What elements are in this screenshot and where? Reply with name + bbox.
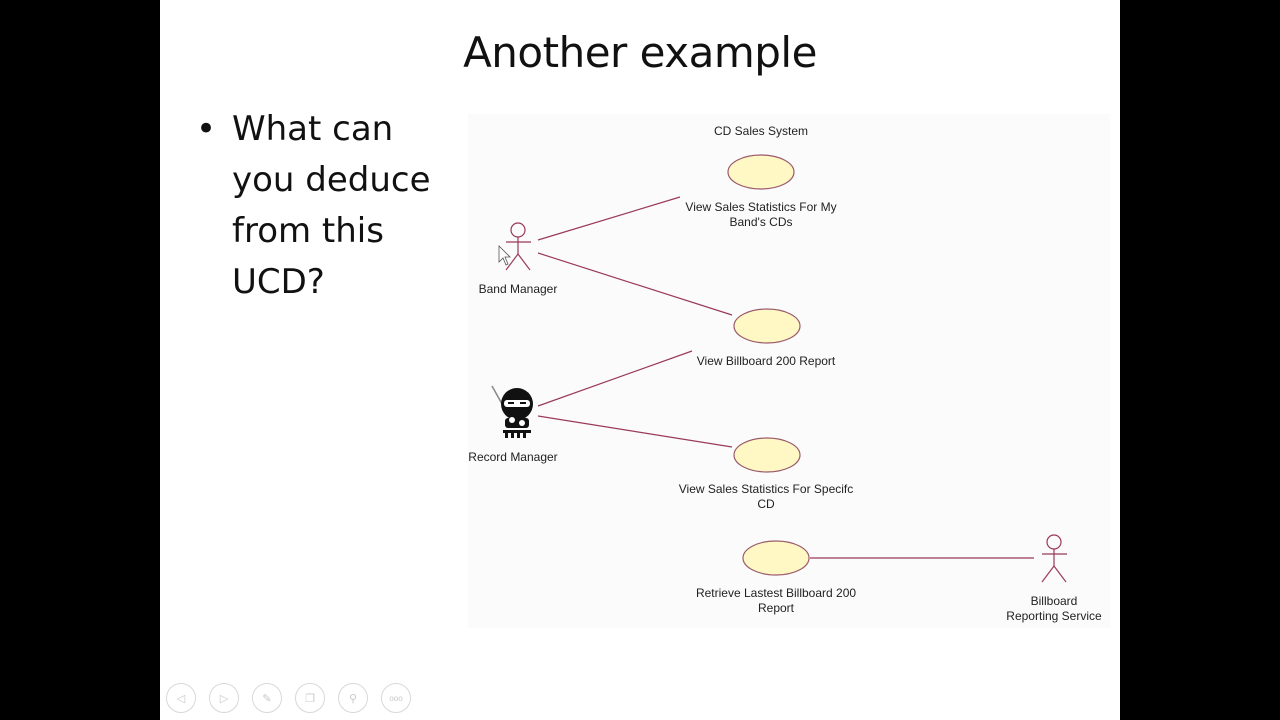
- ellipsis-icon: ooo: [389, 693, 403, 703]
- association-line: [537, 350, 693, 407]
- actor-label-band-manager: Band Manager: [478, 282, 558, 296]
- stick-figure-icon: [505, 222, 531, 271]
- system-boundary-label: CD Sales System: [713, 124, 809, 138]
- next-slide-button[interactable]: ▷: [209, 683, 239, 713]
- use-case-label: View Sales Statistics For My Band's CDs: [685, 200, 837, 229]
- use-case-label: Retrieve Lastest Billboard 200 Report: [695, 586, 857, 615]
- mouse-cursor-icon: [498, 245, 511, 266]
- use-case-ellipse: [727, 154, 795, 190]
- bullet-symbol: •: [196, 109, 217, 149]
- bullet-text: What can you deduce from this UCD?: [232, 109, 431, 302]
- use-case-ellipse: [733, 437, 801, 473]
- use-case-diagram: CD Sales System View Sales Statistics Fo…: [468, 114, 1110, 628]
- ninja-icon: [491, 385, 533, 438]
- use-case-label: View Billboard 200 Report: [696, 354, 836, 368]
- slideshow-toolbar: ◁ ▷ ✎ ❐ ⚲ ooo: [166, 683, 411, 713]
- stick-figure-icon: [1041, 534, 1067, 583]
- see-all-slides-button[interactable]: ❐: [295, 683, 325, 713]
- diagram-graphics: [491, 154, 1067, 583]
- previous-slide-button[interactable]: ◁: [166, 683, 196, 713]
- more-options-button[interactable]: ooo: [381, 683, 411, 713]
- zoom-button[interactable]: ⚲: [338, 683, 368, 713]
- slide-title: Another example: [463, 28, 817, 77]
- previous-arrow-icon: ◁: [176, 692, 186, 705]
- pen-icon: ✎: [262, 692, 272, 705]
- association-line: [537, 196, 681, 241]
- association-line: [537, 252, 733, 316]
- slide: Another example • What can you deduce fr…: [160, 0, 1120, 720]
- next-arrow-icon: ▷: [219, 692, 229, 705]
- actor-label-billboard-reporting-service: Billboard Reporting Service: [1006, 594, 1102, 623]
- use-case-ellipse: [742, 540, 810, 576]
- use-case-label: View Sales Statistics For Specifc CD: [678, 482, 854, 511]
- pen-button[interactable]: ✎: [252, 683, 282, 713]
- actor-label-record-manager: Record Manager: [468, 450, 558, 464]
- magnifier-icon: ⚲: [348, 692, 358, 705]
- association-line: [537, 415, 733, 448]
- slides-icon: ❐: [305, 692, 315, 705]
- use-case-ellipse: [733, 308, 801, 344]
